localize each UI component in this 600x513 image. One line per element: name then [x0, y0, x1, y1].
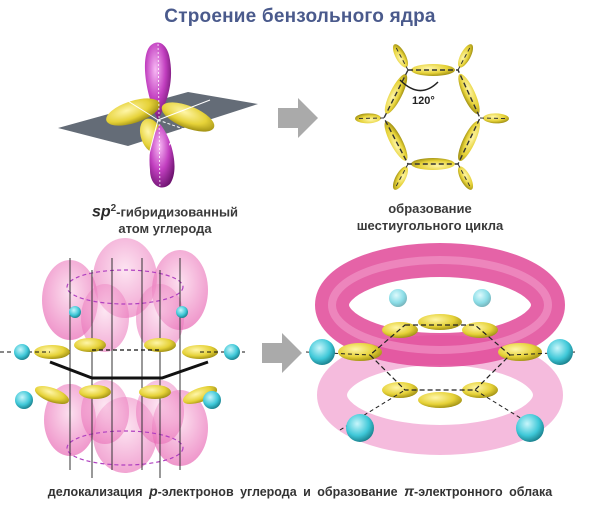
hydrogen-atom [14, 344, 30, 360]
hexagon-ring [383, 69, 481, 165]
hydrogen-atom [69, 306, 81, 318]
arrow-right-icon [278, 98, 318, 138]
hydrogen-atom [224, 344, 240, 360]
sp2-label-sup: 2 [110, 203, 117, 214]
ch-bond-line [355, 117, 385, 120]
ch-bond-line [394, 163, 409, 189]
sp2-angle-label: 120° [167, 131, 190, 153]
bottom-caption-part2: -электронов углерода и образование [157, 485, 398, 499]
sp2-label-rest: -гибридизованный [116, 204, 239, 220]
arrow-right-icon [262, 333, 302, 373]
sigma-bond-lobe [384, 121, 408, 161]
bottom-caption-pi: π [404, 483, 415, 499]
bottom-caption-p: p [149, 483, 158, 499]
hydrogen-atom [203, 391, 221, 409]
p-orbitals-diagram [0, 238, 245, 478]
hydrogen-atom [516, 414, 544, 442]
hydrogen-atom [389, 289, 407, 307]
page-title: Строение бензольного ядра [164, 6, 436, 27]
sp2-label-line2: атом углерода [118, 221, 212, 237]
hydrogen-atom [547, 339, 573, 365]
sp2-lobe-right [161, 102, 215, 132]
pi-cloud-diagram [305, 243, 576, 455]
hexagon-angle-label: 120° [412, 95, 435, 107]
sp2-caption: sp2-гибридизованный атом углерода [60, 200, 270, 237]
sp2-lobe-left [106, 98, 160, 126]
hexagon-label-line1: образование [388, 201, 472, 216]
sp2-label-main: sp [91, 203, 111, 221]
hexagon-diagram [355, 44, 509, 190]
hydrogen-atom [473, 289, 491, 307]
hydrogen-atom [346, 414, 374, 442]
bottom-caption-part3: -электронного облака [414, 485, 553, 499]
ch-bond-line [479, 117, 509, 120]
hydrogen-atom [15, 391, 33, 409]
p-lobe-lower [149, 124, 175, 188]
bottom-caption-part1: делокализация [47, 485, 143, 499]
hydrogen-atom [309, 339, 335, 365]
hexagon-caption: образование шестиугольного цикла [340, 200, 520, 234]
hexagon-label-line2: шестиугольного цикла [356, 218, 504, 233]
bottom-caption: делокализация p-электронов углерода и об… [0, 483, 600, 499]
ch-bond-line [457, 163, 472, 189]
ch-bond-line [394, 45, 409, 71]
ch-bond-line [457, 45, 472, 71]
hydrogen-atom [176, 306, 188, 318]
